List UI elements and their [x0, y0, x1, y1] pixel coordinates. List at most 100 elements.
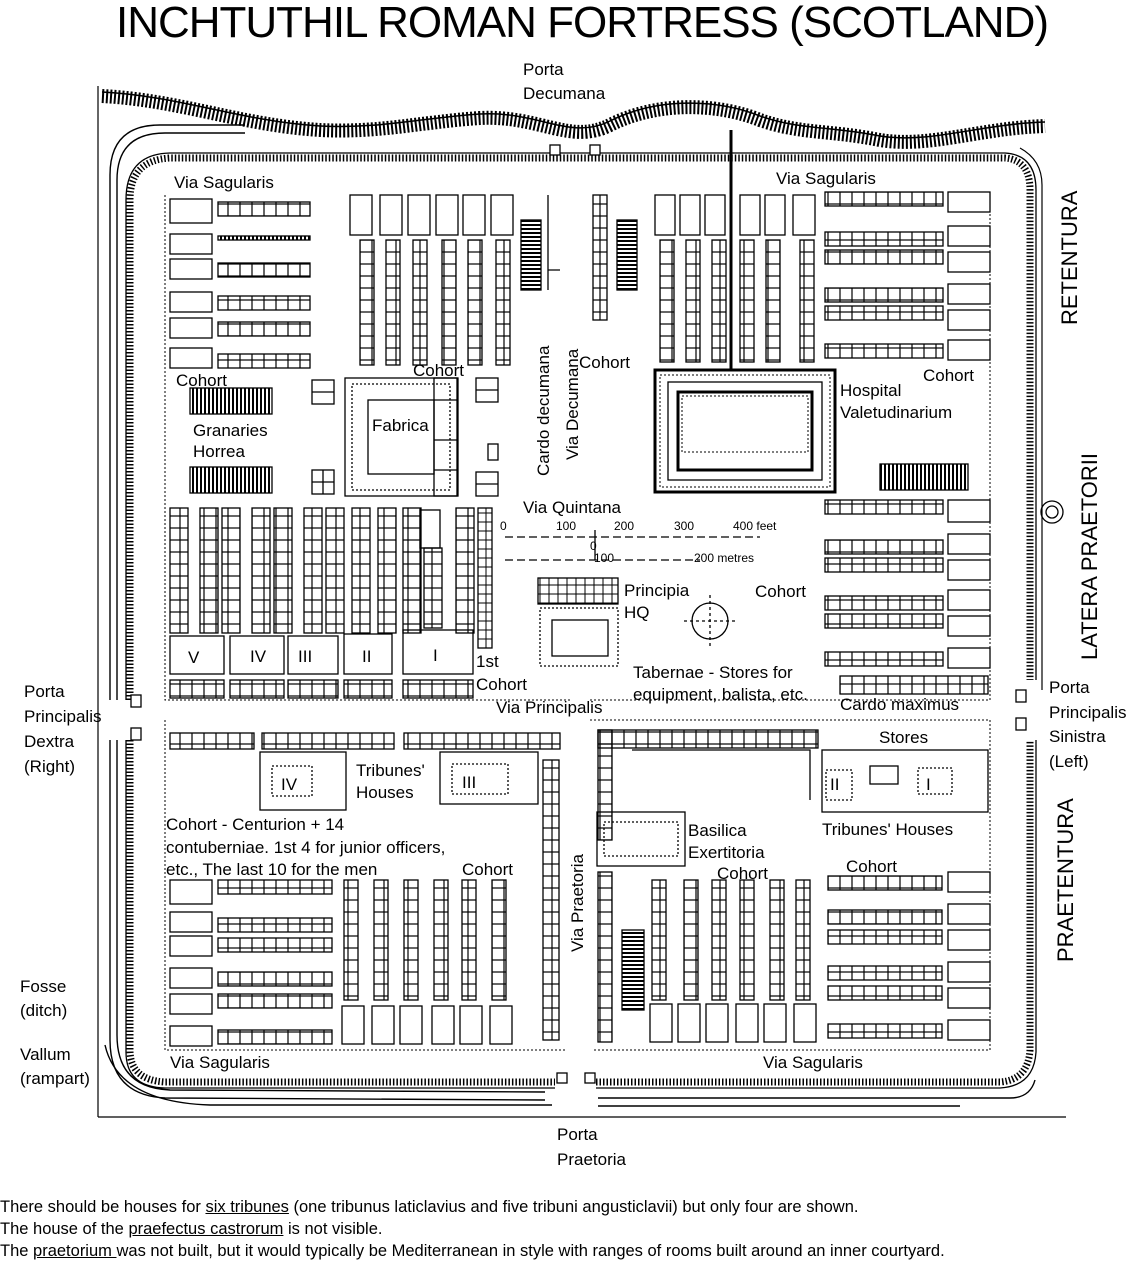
- via-decumana-label: Via Decumana: [563, 348, 582, 460]
- gate-dextra-line3: Dextra: [24, 732, 75, 751]
- tribunes-houses-left-line1: Tribunes': [356, 761, 425, 780]
- tribunes-houses-right: [632, 749, 989, 813]
- gate-dextra-line4: (Right): [24, 757, 75, 776]
- via-sagularis-ne: Via Sagularis: [776, 169, 876, 188]
- vallum-rampart: [125, 147, 1043, 1089]
- page-title: INCHTUTHIL ROMAN FORTRESS (SCOTLAND): [116, 0, 1048, 47]
- footnote-3: The praetorium was not built, but it wou…: [0, 1242, 945, 1260]
- stores-label: Stores: [879, 728, 928, 747]
- via-principalis-label: Via Principalis: [496, 698, 602, 717]
- gate-sinistra-line1: Porta: [1049, 678, 1090, 697]
- barracks-se: [621, 871, 991, 1043]
- barracks-sw: [169, 879, 513, 1047]
- principia-label-line2: HQ: [624, 603, 650, 622]
- basilica-label-line2: Exertitoria: [688, 843, 765, 862]
- via-praetoria-label: Via Praetoria: [568, 853, 587, 952]
- gate-sinistra-line2: Principalis: [1049, 703, 1126, 722]
- cohort-label-3: Cohort: [579, 353, 630, 372]
- gate-dextra-line1: Porta: [24, 682, 65, 701]
- tribunes-houses-left-line2: Houses: [356, 783, 414, 802]
- site-border: [97, 86, 1066, 1118]
- cohort-note-line3: etc., The last 10 for the men: [166, 860, 377, 879]
- tribunes-houses-right-label: Tribunes' Houses: [822, 820, 953, 839]
- gate-towers: [130, 144, 1027, 1084]
- link-six-tribunes[interactable]: six tribunes: [205, 1198, 289, 1216]
- label-praetentura: PRAETENTURA: [1053, 798, 1078, 962]
- roman-ii: II: [362, 647, 371, 666]
- fabrica-label: Fabrica: [372, 416, 429, 435]
- via-sagularis-sw: Via Sagularis: [170, 1053, 270, 1072]
- north-rampart: [101, 89, 1046, 149]
- hospital-label-line2: Valetudinarium: [840, 403, 952, 422]
- scale-feet-400: 400 feet: [733, 519, 777, 533]
- cohort-label-6: Cohort: [462, 860, 513, 879]
- gate-sinistra-line4: (Left): [1049, 752, 1089, 771]
- tabernae-label-line1: Tabernae - Stores for: [633, 663, 793, 682]
- label-retentura: RETENTURA: [1057, 190, 1082, 325]
- tabernae-label-line2: equipment, balista, etc.: [633, 685, 808, 704]
- roman-v: V: [188, 648, 200, 667]
- roman2-ii: II: [830, 775, 839, 794]
- fosse-ditch: [104, 124, 1036, 1107]
- granaries-label-line2: Horrea: [193, 442, 246, 461]
- label-vallum-line1: Vallum: [20, 1045, 71, 1064]
- roman2-iii: III: [462, 773, 476, 792]
- principia-label-line1: Principia: [624, 581, 690, 600]
- first-cohort-houses: [169, 629, 474, 699]
- label-latera-praetorii: LATERA PRAETORII: [1077, 453, 1102, 660]
- small-buildings-w: [311, 377, 499, 497]
- gate-sinistra-line3: Sinistra: [1049, 727, 1106, 746]
- cohort-note-line1: Cohort - Centurion + 14: [166, 815, 344, 834]
- gate-praetoria-line2: Praetoria: [557, 1150, 627, 1169]
- fabrica: [344, 377, 459, 497]
- hospital-label-line1: Hospital: [840, 381, 901, 400]
- via-sagularis-nw: Via Sagularis: [174, 173, 274, 192]
- cohort-label-4: Cohort: [923, 366, 974, 385]
- label-fosse-line2: (ditch): [20, 1001, 67, 1020]
- first-cohort-label-line1: 1st: [476, 652, 499, 671]
- footnote-1: There should be houses for six tribunes …: [0, 1198, 859, 1216]
- cardo-decumana-label: Cardo decumana: [534, 345, 553, 476]
- footnotes: There should be houses for six tribunes …: [0, 1196, 1138, 1262]
- scale-feet-100: 100: [556, 519, 576, 533]
- barracks-mid-left: [169, 507, 493, 649]
- roman-iii: III: [298, 647, 312, 666]
- granary-east: [879, 463, 969, 491]
- cardo-maximus-label: Cardo maximus: [840, 695, 959, 714]
- barracks-nw-mid: [349, 194, 638, 366]
- cohort-label-2: Cohort: [413, 361, 464, 380]
- gate-praetoria-line1: Porta: [557, 1125, 598, 1144]
- scale-feet-300: 300: [674, 519, 694, 533]
- link-praefectus-castrorum[interactable]: praefectus castrorum: [128, 1220, 284, 1238]
- barracks-mid-right: [824, 499, 991, 695]
- scale-feet-200: 200: [614, 519, 634, 533]
- basilica: [596, 811, 686, 867]
- link-praetorium[interactable]: praetorium: [33, 1242, 117, 1260]
- hospital: [653, 368, 837, 494]
- gate-dextra-line2: Principalis: [24, 707, 101, 726]
- tribunes-houses-left: [259, 751, 539, 811]
- cohort-label-8: Cohort: [717, 864, 768, 883]
- cohort-label-5: Cohort: [755, 582, 806, 601]
- cohort-label-1: Cohort: [176, 371, 227, 390]
- roman2-i: I: [926, 775, 931, 794]
- scale-bar: [505, 530, 760, 561]
- gate-decumana-line2: Decumana: [523, 84, 606, 103]
- basilica-label-line1: Basilica: [688, 821, 747, 840]
- granaries-label-line1: Granaries: [193, 421, 268, 440]
- via-quintana-label: Via Quintana: [523, 498, 622, 517]
- scale-feet-0: 0: [500, 519, 507, 533]
- via-sagularis-se: Via Sagularis: [763, 1053, 863, 1072]
- roman2-iv: IV: [281, 775, 298, 794]
- compass-rose-icon: [1040, 500, 1064, 524]
- footnote-2: The house of the praefectus castrorum is…: [0, 1220, 383, 1238]
- roman-iv: IV: [250, 647, 267, 666]
- scale-m-100: 100: [594, 551, 614, 565]
- barracks-ne: [654, 130, 991, 370]
- scale-m-200: 200 metres: [694, 551, 754, 565]
- gate-decumana-line1: Porta: [523, 60, 564, 79]
- cohort-label-7: Cohort: [846, 857, 897, 876]
- barracks-nw-left: [169, 198, 311, 369]
- first-cohort-label-line2: Cohort: [476, 675, 527, 694]
- scale-m-0: 0: [590, 539, 597, 553]
